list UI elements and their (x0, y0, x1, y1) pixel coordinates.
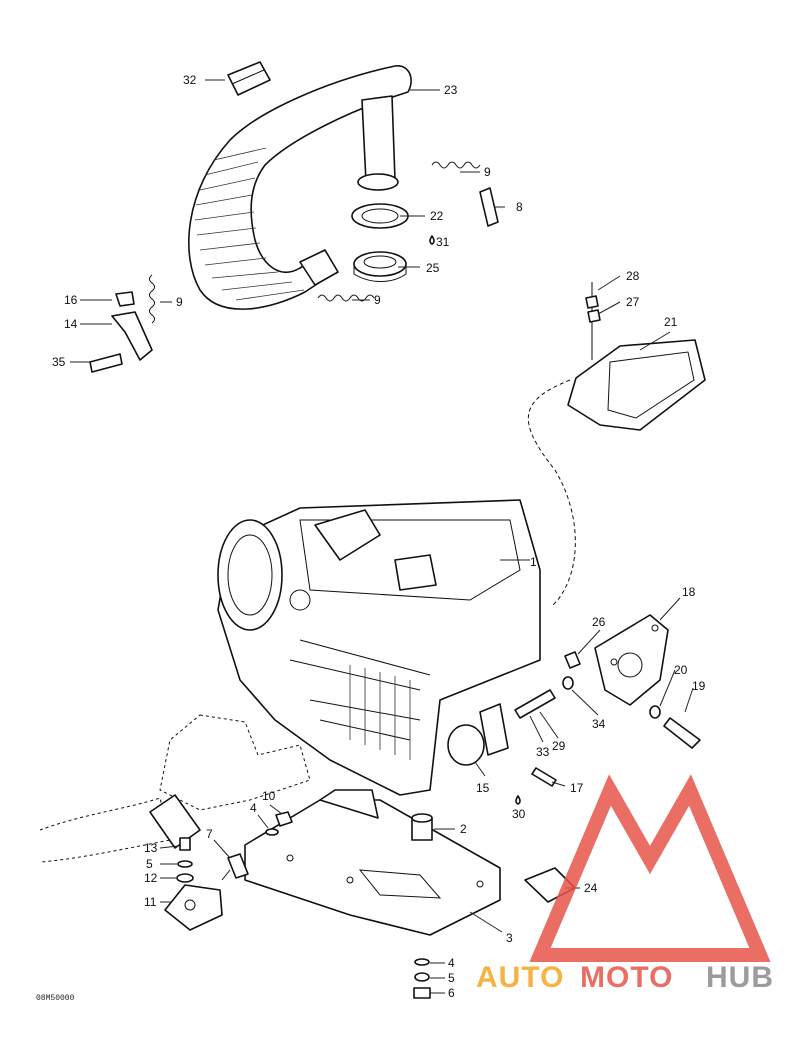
callout-23: 23 (444, 83, 458, 97)
callout-1: 1 (530, 555, 537, 569)
callout-6: 6 (448, 986, 455, 1000)
callout-14: 14 (64, 317, 78, 331)
fastener-stack (413, 958, 431, 999)
watermark-triangle-icon (529, 774, 771, 962)
engine-bracket-18 (594, 614, 669, 706)
callout-15: 15 (476, 781, 490, 795)
engine-1 (217, 499, 541, 796)
mount-left-upper (89, 291, 153, 373)
callout-9: 9 (484, 165, 491, 179)
callout-2: 2 (460, 822, 467, 836)
autmotohub-watermark: AUTO MOTO HUB (476, 774, 774, 994)
seal-ring-25 (353, 251, 407, 282)
spring (149, 161, 481, 324)
callout-34: 34 (592, 717, 606, 731)
washer-20 (649, 705, 661, 719)
base-plate-3 (244, 789, 501, 936)
callout-labels: 32 23 9 8 22 31 25 9 9 16 14 35 28 27 21… (52, 73, 706, 1000)
callout-16: 16 (64, 293, 78, 307)
callout-7: 7 (206, 827, 213, 841)
callout-8: 8 (516, 200, 523, 214)
stud-7 (221, 853, 249, 881)
watermark-brand-auto: AUTO (476, 961, 564, 994)
callout-25: 25 (426, 261, 440, 275)
callout-18: 18 (682, 585, 696, 599)
callout-4: 4 (448, 956, 455, 970)
bolt-19 (663, 717, 701, 749)
drawing-code: 08M50000 (36, 994, 75, 1003)
screw-17 (531, 767, 557, 787)
callout-19: 19 (692, 679, 706, 693)
callout-27: 27 (626, 295, 640, 309)
callout-11: 11 (144, 895, 157, 909)
rubber-mount-2 (411, 813, 433, 841)
callout-12: 12 (144, 871, 158, 885)
bracket-8 (479, 187, 499, 227)
nut-26 (564, 651, 581, 669)
sleeve-32 (227, 61, 271, 96)
callout-9: 9 (374, 293, 381, 307)
bolt-33 (514, 689, 556, 719)
callout-4: 4 (250, 801, 257, 815)
callout-22: 22 (430, 209, 444, 223)
air-duct-21 (527, 282, 706, 607)
callout-20: 20 (674, 663, 688, 677)
callout-10: 10 (262, 789, 276, 803)
callout-30: 30 (512, 807, 526, 821)
watermark-brand-moto: MOTO (580, 961, 673, 994)
callout-26: 26 (592, 615, 606, 629)
callout-9: 9 (176, 295, 183, 309)
callout-33: 33 (536, 745, 550, 759)
washer-34 (562, 676, 574, 690)
gasket-22 (351, 203, 409, 229)
callout-17: 17 (570, 781, 584, 795)
callout-24: 24 (584, 881, 598, 895)
callout-3: 3 (506, 931, 513, 945)
sealant-drop-icon (515, 795, 521, 805)
watermark-brand-hub: HUB (706, 961, 774, 994)
sealant-drop-icon (429, 235, 435, 245)
callout-28: 28 (626, 269, 640, 283)
nut-10 (275, 811, 293, 827)
callout-35: 35 (52, 355, 66, 369)
callout-5: 5 (448, 971, 455, 985)
tuned-pipe (188, 65, 412, 310)
callout-29: 29 (552, 739, 566, 753)
mount-bracket-11 (164, 837, 223, 931)
callout-21: 21 (664, 315, 678, 329)
callout-32: 32 (183, 73, 197, 87)
callout-5: 5 (146, 857, 153, 871)
callout-13: 13 (144, 841, 158, 855)
callout-31: 31 (436, 235, 450, 249)
exhaust-manifold (39, 714, 311, 863)
washer-4 (265, 828, 279, 836)
